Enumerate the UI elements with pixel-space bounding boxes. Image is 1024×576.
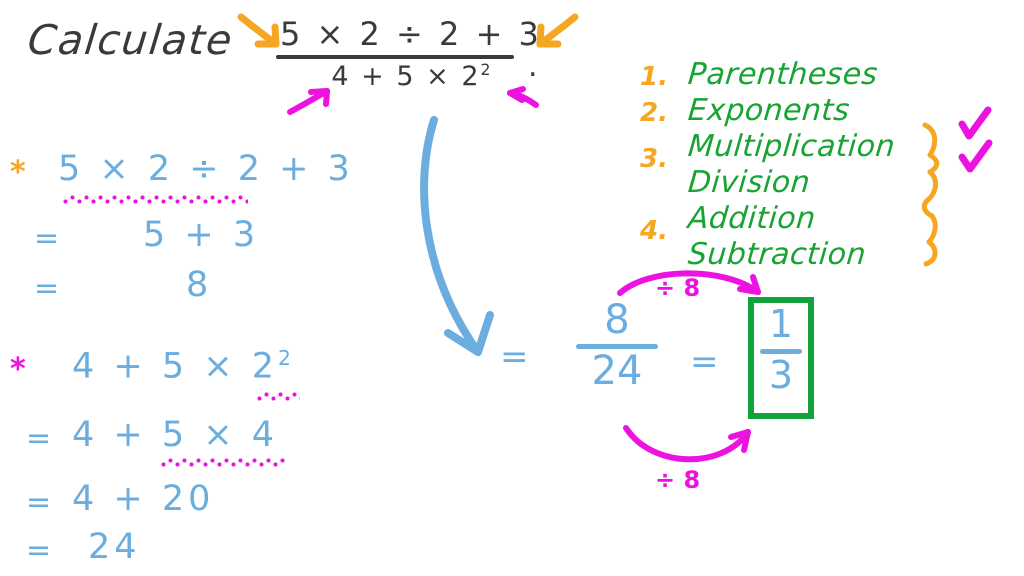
item-3-label: Multiplication <box>686 129 897 164</box>
denominator-line-3-expression: 4 + 20 <box>72 479 215 519</box>
denominator-line-1-exponent: 2 <box>277 346 291 370</box>
item-1-label: Parentheses <box>686 57 880 92</box>
answer-fraction-bar <box>576 344 658 349</box>
denominator-right-pink-arrow-icon <box>507 86 539 108</box>
numerator-line-3-equals: = <box>34 271 60 306</box>
denominator-line-1-expression: 4 + 5 × 22 <box>72 348 291 385</box>
item-5-label: Addition <box>686 201 818 236</box>
denominator-line-2-equals: = <box>26 421 52 456</box>
numerator-line-2-expression: 5 + 3 <box>143 215 260 255</box>
simplify-bottom-label: ÷ 8 <box>655 466 701 494</box>
order-of-operations-brace-icon <box>921 122 940 267</box>
item-3-number: 3. <box>640 144 668 174</box>
answer-box <box>748 297 814 419</box>
item-5-number: 4. <box>640 216 668 246</box>
numerator-line-2-equals: = <box>34 221 60 256</box>
numerator-line-1-highlight-underline <box>62 195 248 204</box>
denominator-line-1-base: 4 + 5 × 2 <box>72 346 278 387</box>
answer-middle-equals: = <box>690 342 719 382</box>
problem-numerator: 5 × 2 ÷ 2 + 3 <box>280 15 542 53</box>
answer-fraction-numerator: 8 <box>604 297 630 343</box>
simplified-denominator: 3 <box>768 353 794 397</box>
denominator-block-bullet: * <box>10 352 26 387</box>
denominator-line-2-highlight-underline <box>160 458 286 467</box>
numerator-block-bullet: * <box>10 155 26 190</box>
denominator-line-4-equals: = <box>26 533 52 568</box>
denominator-left-pink-arrow-icon <box>287 88 330 115</box>
denominator-line-2-expression: 4 + 5 × 4 <box>72 415 278 455</box>
item-2-label: Exponents <box>686 93 852 128</box>
problem-denominator-exponent: 2 <box>480 60 491 79</box>
answer-fraction-denominator: 24 <box>591 348 643 394</box>
problem-period: . <box>528 49 538 84</box>
problem-denominator: 4 + 5 × 22 <box>276 62 546 90</box>
checkmark-1-icon <box>958 106 992 140</box>
simplified-fraction: 1 3 <box>756 305 806 394</box>
fraction-bar <box>276 55 514 59</box>
simplified-fraction-bar <box>760 349 802 354</box>
denominator-line-3-equals: = <box>26 485 52 520</box>
page-title: Calculate <box>25 16 236 64</box>
simplified-numerator: 1 <box>768 302 794 346</box>
numerator-left-orange-arrow-icon <box>237 13 280 48</box>
denominator-to-answer-blue-arrow-icon <box>420 116 494 356</box>
checkmark-2-icon <box>958 139 993 173</box>
problem-denominator-base: 4 + 5 × 2 <box>331 61 481 92</box>
answer-leading-equals: = <box>500 337 529 377</box>
item-2-number: 2. <box>640 98 668 128</box>
numerator-line-3-expression: 8 <box>186 265 213 305</box>
denominator-line-1-highlight-underline <box>256 392 300 401</box>
numerator-line-1-expression: 5 × 2 ÷ 2 + 3 <box>58 149 354 189</box>
denominator-line-4-expression: 24 <box>88 527 141 567</box>
item-1-number: 1. <box>640 62 668 92</box>
problem-fraction: 5 × 2 ÷ 2 + 3 4 + 5 × 22 <box>276 18 546 90</box>
item-4-label: Division <box>686 165 812 200</box>
simplify-bottom-arc-arrow-icon <box>623 425 751 463</box>
simplify-top-label: ÷ 8 <box>655 274 701 302</box>
item-6-label: Subtraction <box>686 237 868 272</box>
answer-fraction-8-24: 8 24 <box>576 300 658 391</box>
